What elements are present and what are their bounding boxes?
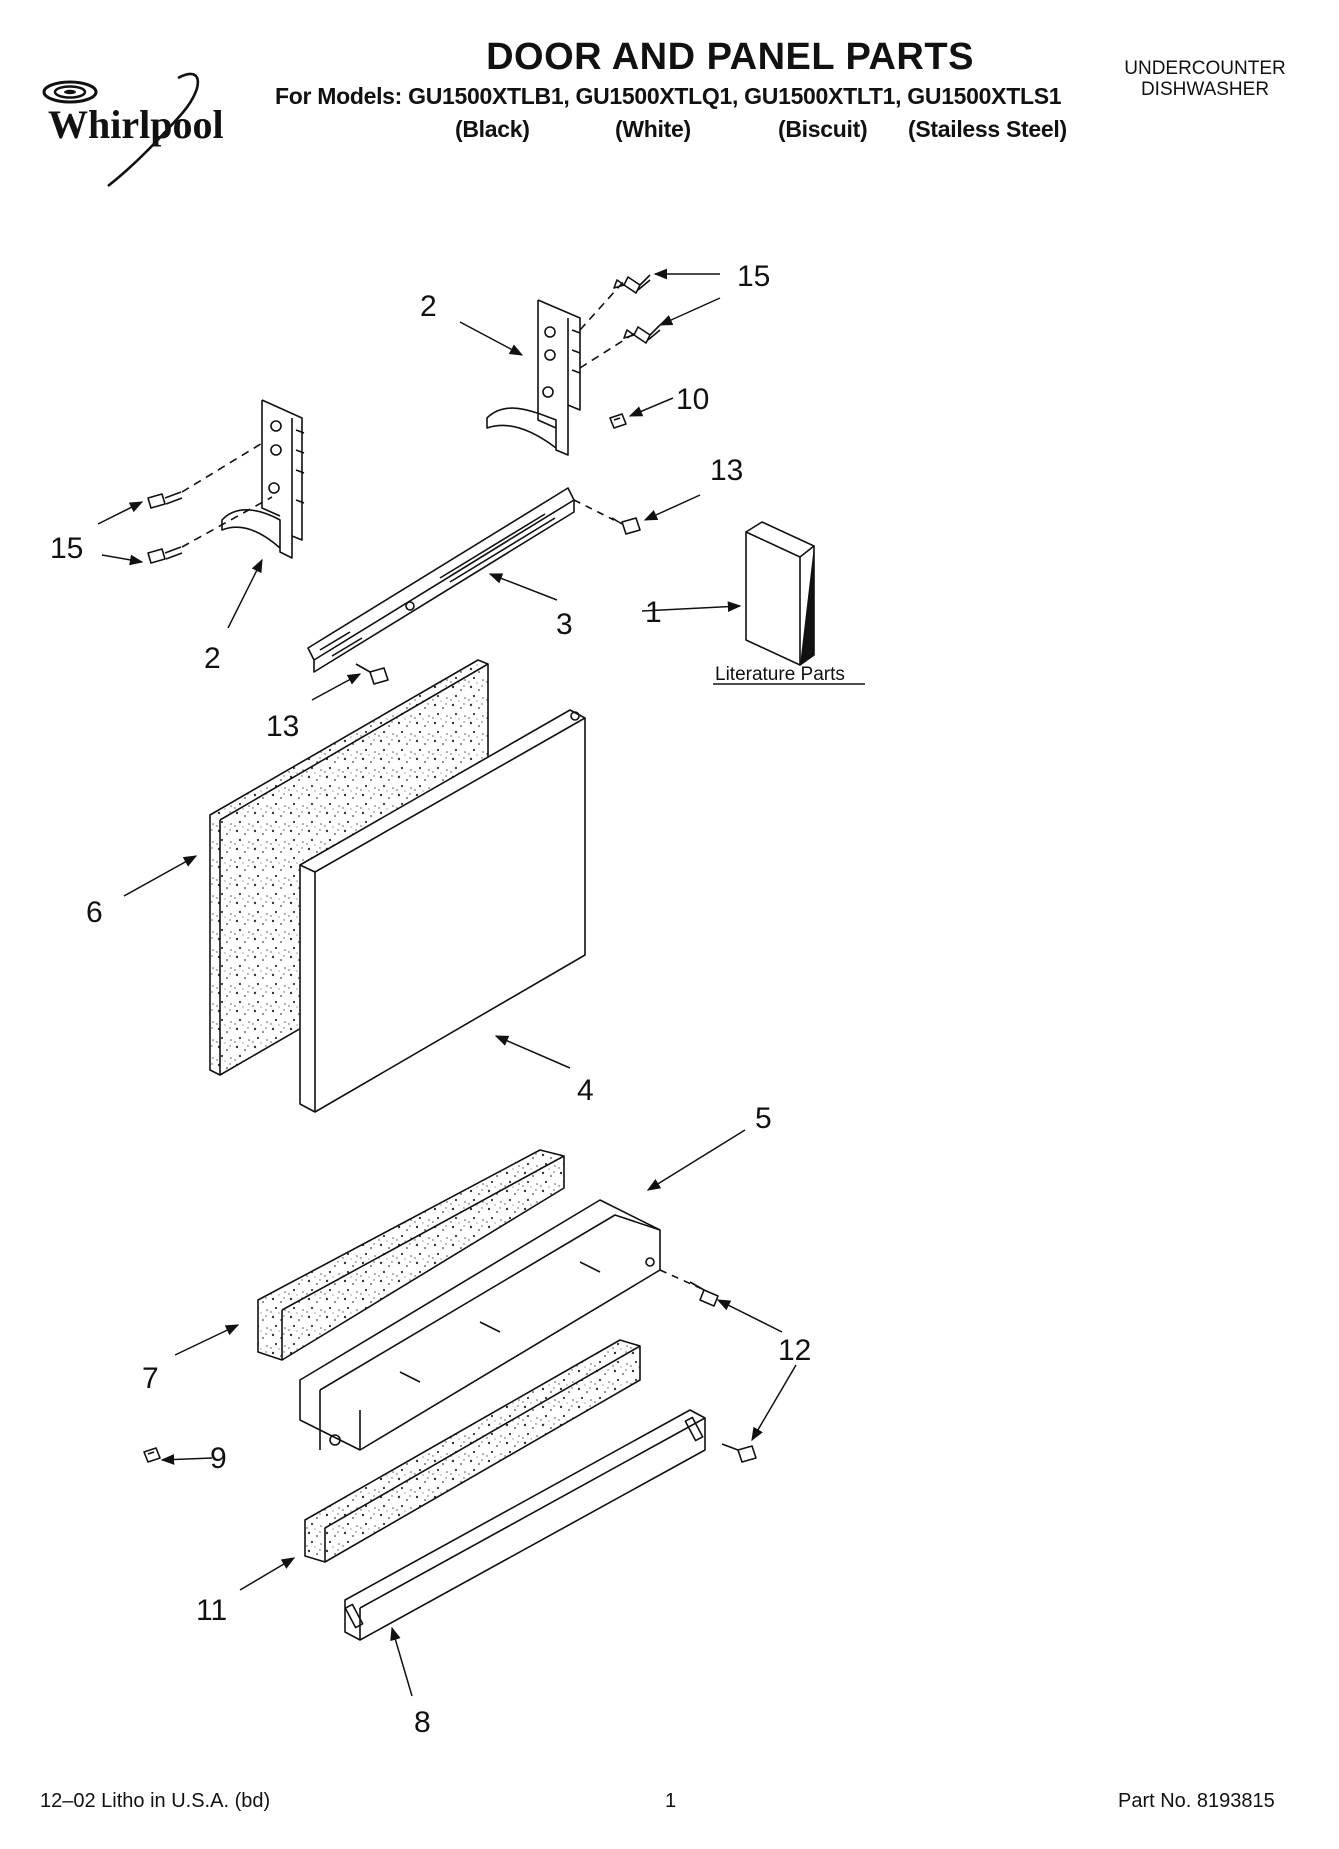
dash-line (181, 496, 273, 548)
dash-line (579, 332, 636, 369)
toe-screw-2 (721, 1443, 757, 1463)
callout-screws-left: 15 (50, 532, 83, 565)
leader-arrows (97, 268, 797, 1697)
screw-left-1 (147, 491, 183, 509)
screw-right-top-2 (623, 324, 661, 344)
callout-screws-right-top: 15 (737, 260, 770, 293)
callout-clip-top: 10 (676, 383, 709, 416)
footer-litho: 12–02 Litho in U.S.A. (bd) (40, 1790, 271, 1812)
dash-line (579, 279, 626, 331)
whirlpool-logo: Whirlpool (42, 72, 224, 188)
toe-screw-1 (689, 1281, 719, 1307)
dash-line (659, 1269, 701, 1289)
footer-part-number: Part No. 8193815 (1118, 1790, 1275, 1812)
variant-white: (White) (615, 116, 691, 142)
callout-toe-bracket: 5 (755, 1102, 772, 1135)
literature-book (745, 521, 815, 666)
door-strip (307, 487, 575, 673)
callout-door-panel: 4 (577, 1074, 594, 1107)
callout-screw-left-strip: 13 (266, 710, 299, 743)
callout-clip-bottom: 9 (210, 1442, 227, 1475)
callout-hinge-right-top: 2 (420, 290, 437, 323)
callout-toe-insulation: 7 (142, 1362, 159, 1395)
callout-literature: 1 (645, 596, 662, 629)
models-line: For Models: GU1500XTLB1, GU1500XTLQ1, GU… (275, 83, 1062, 109)
hinge-bracket-left (221, 399, 305, 559)
hinge-bracket-right (486, 299, 581, 456)
screw-right-top-1 (613, 274, 651, 294)
toe-insulation (257, 1149, 565, 1361)
door-panel (299, 709, 586, 1113)
dash-line (573, 499, 615, 521)
variant-stainless: (Stailess Steel) (908, 116, 1067, 142)
callout-kick-insulation: 11 (196, 1594, 227, 1627)
callout-strip: 3 (556, 608, 573, 641)
appliance-line-1: UNDERCOUNTER (1124, 58, 1286, 79)
clip-bottom (143, 1447, 161, 1463)
callout-toe-screws: 12 (778, 1334, 811, 1367)
insulation-panel-edge (219, 663, 489, 1075)
screw-right-strip (611, 517, 641, 535)
appliance-line-2: DISHWASHER (1140, 79, 1270, 100)
clip-top (609, 413, 627, 429)
literature-label: Literature Parts (715, 664, 845, 685)
appliance-type: UNDERCOUNTER DISHWASHER (1095, 58, 1315, 100)
page-title: DOOR AND PANEL PARTS (486, 36, 974, 78)
callout-hinge-left: 2 (204, 642, 221, 675)
callout-kick-plate: 8 (414, 1706, 431, 1739)
logo-wordmark: Whirlpool (48, 102, 224, 147)
dash-line (181, 441, 265, 493)
screw-left-strip (355, 663, 389, 685)
footer-page-number: 1 (665, 1790, 677, 1812)
variant-biscuit: (Biscuit) (778, 116, 868, 142)
variant-black: (Black) (455, 116, 530, 142)
kick-insulation (304, 1339, 641, 1563)
callout-insulation-panel: 6 (86, 896, 103, 929)
screw-left-2 (147, 546, 183, 564)
kick-plate (344, 1409, 706, 1641)
callout-screw-right-strip: 13 (710, 454, 743, 487)
